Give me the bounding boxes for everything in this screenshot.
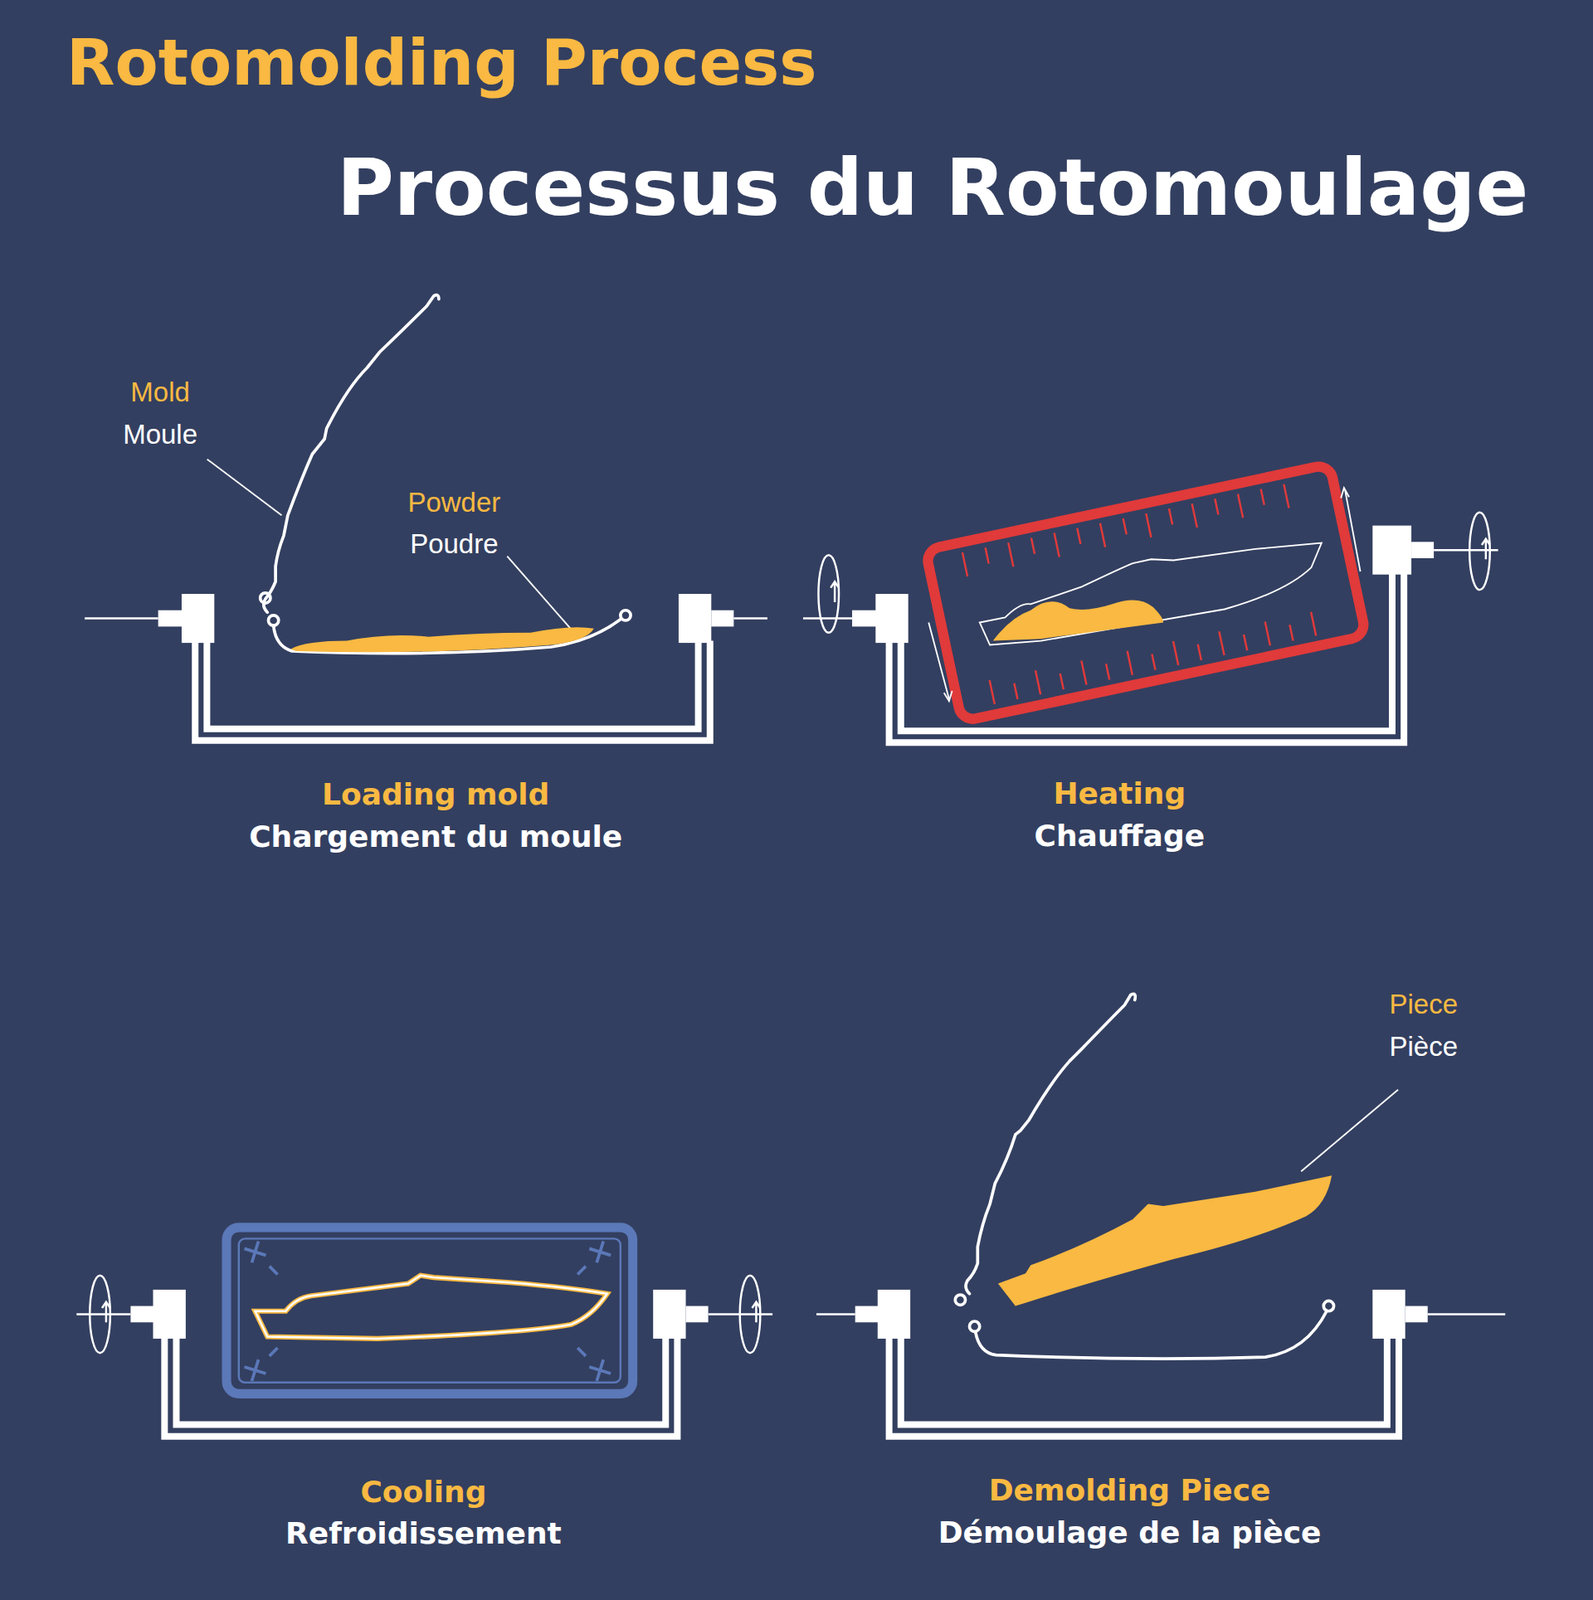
label-text: Mold — [130, 377, 190, 408]
label-text: Heating — [1052, 777, 1186, 811]
label-text: Demolding Piece — [988, 1474, 1272, 1508]
label-text: Chauffage — [1033, 819, 1205, 853]
label-text: Pièce — [1389, 1032, 1459, 1062]
label-text: Démoulage de la pièce — [938, 1516, 1322, 1550]
label-text: Processus du Rotomoulage — [336, 145, 1529, 231]
label-text: Powder — [407, 487, 501, 518]
label-text: Refroidissement — [285, 1517, 562, 1551]
label-text: Piece — [1389, 989, 1459, 1020]
label-text: Moule — [122, 419, 198, 450]
label-text: Loading mold — [321, 778, 550, 812]
title: Rotomolding Process — [66, 28, 818, 98]
label-text: Poudre — [409, 529, 498, 560]
label-text: Chargement du moule — [248, 820, 623, 854]
label-text: Cooling — [360, 1476, 487, 1510]
